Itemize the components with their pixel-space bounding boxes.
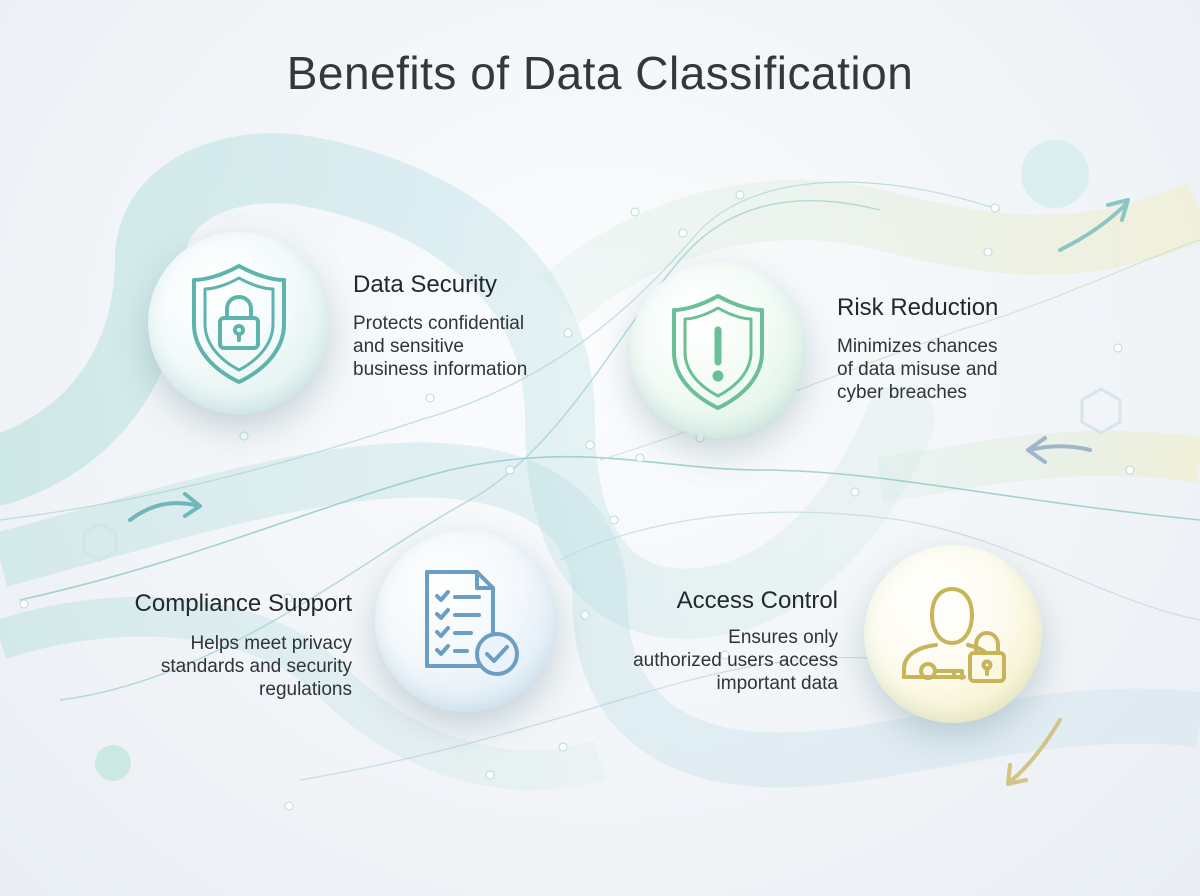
user-key-lock-icon (902, 587, 1006, 683)
access-control-orb (864, 545, 1042, 723)
data-security-title: Data Security (353, 271, 498, 298)
data-security-description: Protects confidential and sensitive busi… (353, 313, 528, 380)
data-security-orb (148, 232, 330, 414)
risk-reduction-title: Risk Reduction (837, 294, 999, 321)
access-control-title: Access Control (676, 587, 838, 614)
compliance-support-orb (375, 530, 557, 712)
risk-reduction-description: Minimizes chances of data misuse and cyb… (837, 336, 998, 403)
shield-exclamation-icon (672, 294, 764, 410)
compliance-support-description: Helps meet privacy standards and securit… (160, 633, 352, 700)
checklist-document-icon (425, 570, 519, 676)
access-control-description: Ensures only authorized users access imp… (633, 627, 838, 694)
compliance-support-title: Compliance Support (134, 590, 352, 617)
risk-reduction-orb (630, 262, 806, 438)
page-title: Benefits of Data Classification (286, 47, 914, 99)
shield-lock-icon (192, 264, 286, 384)
